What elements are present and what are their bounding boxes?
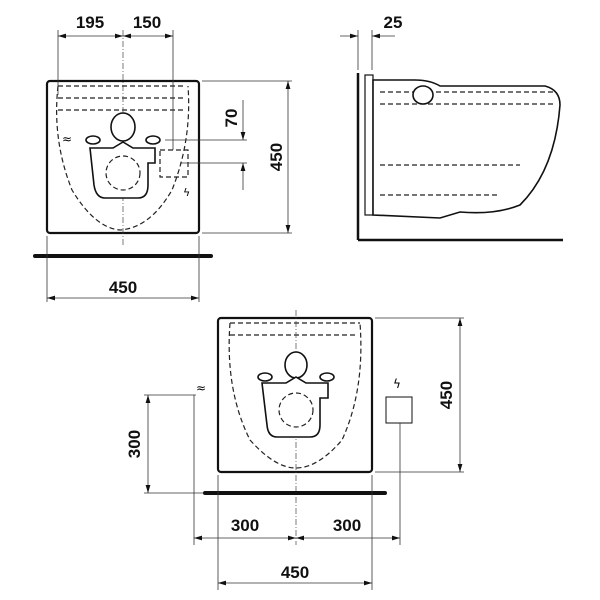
hidden-bowl-lines-install (228, 322, 362, 469)
dim-195: 195 (76, 13, 104, 32)
drain-circle-install (278, 392, 314, 428)
hidden-bowl-lines (56, 85, 190, 231)
dim-150: 150 (133, 13, 161, 32)
fixing-right-install (319, 372, 335, 382)
seat-hinge (412, 85, 434, 105)
water-icon-install: ≈ (196, 381, 206, 395)
install-view: ϟ ≈ 450 300 300 300 450 (125, 310, 464, 590)
electrical-box (159, 149, 189, 178)
fixing-left-install (257, 372, 273, 382)
mounting-bracket (89, 141, 156, 199)
dim-450-install-height: 450 (437, 381, 456, 409)
dim-300-right: 300 (333, 516, 361, 535)
electrical-socket (385, 396, 413, 424)
electric-icon-install: ϟ (393, 377, 401, 391)
dim-300-left: 300 (231, 516, 259, 535)
fixing-left (85, 135, 101, 145)
dim-450-width: 450 (109, 278, 137, 297)
dim-450-height: 450 (267, 143, 286, 171)
mounting-bracket-install (261, 376, 329, 438)
dim-450-install-width: 450 (281, 563, 309, 582)
dim-300-height: 300 (125, 430, 144, 458)
dim-25: 25 (384, 13, 403, 32)
fixing-right (145, 135, 161, 145)
drain-circle (105, 155, 141, 191)
electric-icon: ϟ (183, 186, 190, 199)
front-view: ≈ ϟ 195 150 450 70 450 (33, 13, 292, 302)
flush-outlet-install (284, 351, 308, 379)
side-outline (372, 79, 561, 219)
dim-70: 70 (222, 109, 241, 128)
side-plate (364, 74, 374, 216)
side-view: 25 (340, 13, 563, 242)
water-icon: ≈ (62, 132, 72, 146)
flush-outlet (110, 112, 136, 142)
